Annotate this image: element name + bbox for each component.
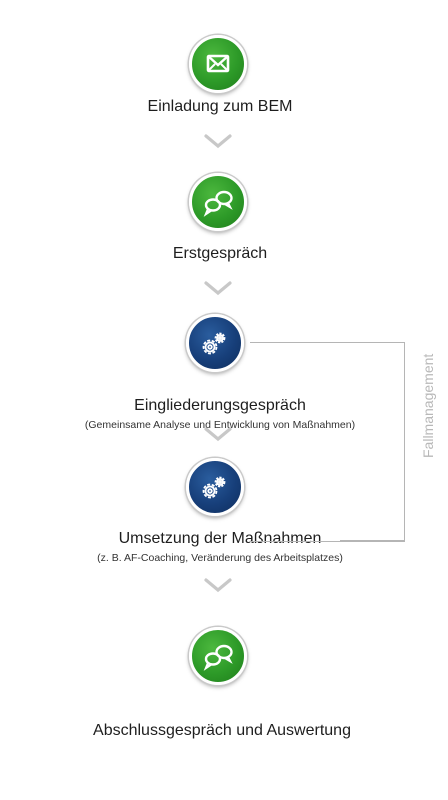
step-4-sublabel: (z. B. AF-Coaching, Veränderung des Arbe… [97,552,343,564]
step-4-label: Umsetzung der Maßnahmen [118,530,322,547]
fallmanagement-bracket [250,342,405,542]
envelope-icon [206,54,230,73]
step-3-label: Eingliederungsgespräch [134,397,306,414]
gears-icon [202,476,226,499]
step-1-label: Einladung zum BEM [147,98,293,115]
chevron-down-icon [204,578,232,593]
step-4-circle [186,458,244,516]
chevron-down-icon [204,134,232,149]
speech-bubbles-icon [203,190,233,217]
chevron-down-icon [204,281,232,296]
step-2-circle [189,173,247,231]
fallmanagement-label: Fallmanagement [420,353,436,458]
speech-bubbles-icon [203,644,233,671]
gears-icon [202,332,226,355]
step-2-label: Erstgespräch [172,245,268,262]
step-3-sublabel: (Gemeinsame Analyse und Entwicklung von … [84,419,356,431]
step-5-label: Abschlussgespräch und Auswertung [93,722,351,739]
step-5-circle [189,627,247,685]
step-3-circle [186,314,244,372]
bracket-connector [340,540,404,541]
chevron-down-icon [204,427,232,442]
step-1-circle [189,35,247,93]
